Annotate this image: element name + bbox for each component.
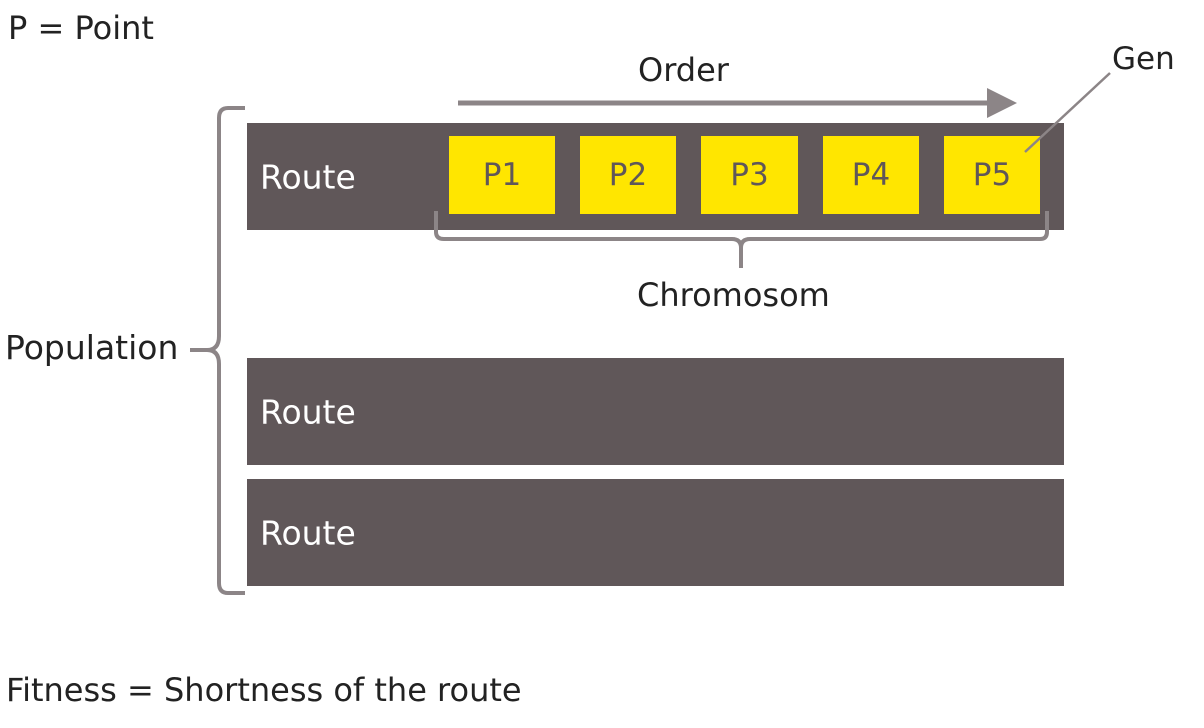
route-2: Route bbox=[247, 358, 1064, 465]
gene-p3: P3 bbox=[701, 136, 798, 214]
gene-p4: P4 bbox=[823, 136, 919, 214]
gene-p5: P5 bbox=[944, 136, 1040, 214]
route-3: Route bbox=[247, 479, 1064, 586]
population-label: Population bbox=[5, 328, 179, 367]
order-label: Order bbox=[638, 51, 729, 89]
route-label: Route bbox=[260, 157, 356, 196]
fitness-legend: Fitness = Shortness of the route bbox=[6, 671, 522, 709]
route-1: Route P1 P2 P3 P4 P5 bbox=[247, 123, 1064, 230]
gene-label: Gen bbox=[1112, 41, 1175, 77]
point-legend: P = Point bbox=[8, 9, 154, 47]
chromosome-brace bbox=[434, 211, 1049, 268]
gene-p2: P2 bbox=[580, 136, 676, 214]
gene-pointer-line bbox=[1024, 72, 1111, 153]
route-label: Route bbox=[260, 392, 356, 431]
population-brace bbox=[190, 106, 245, 595]
chromosome-label: Chromosom bbox=[637, 276, 830, 314]
route-label: Route bbox=[260, 513, 356, 552]
gene-p1: P1 bbox=[449, 136, 555, 214]
